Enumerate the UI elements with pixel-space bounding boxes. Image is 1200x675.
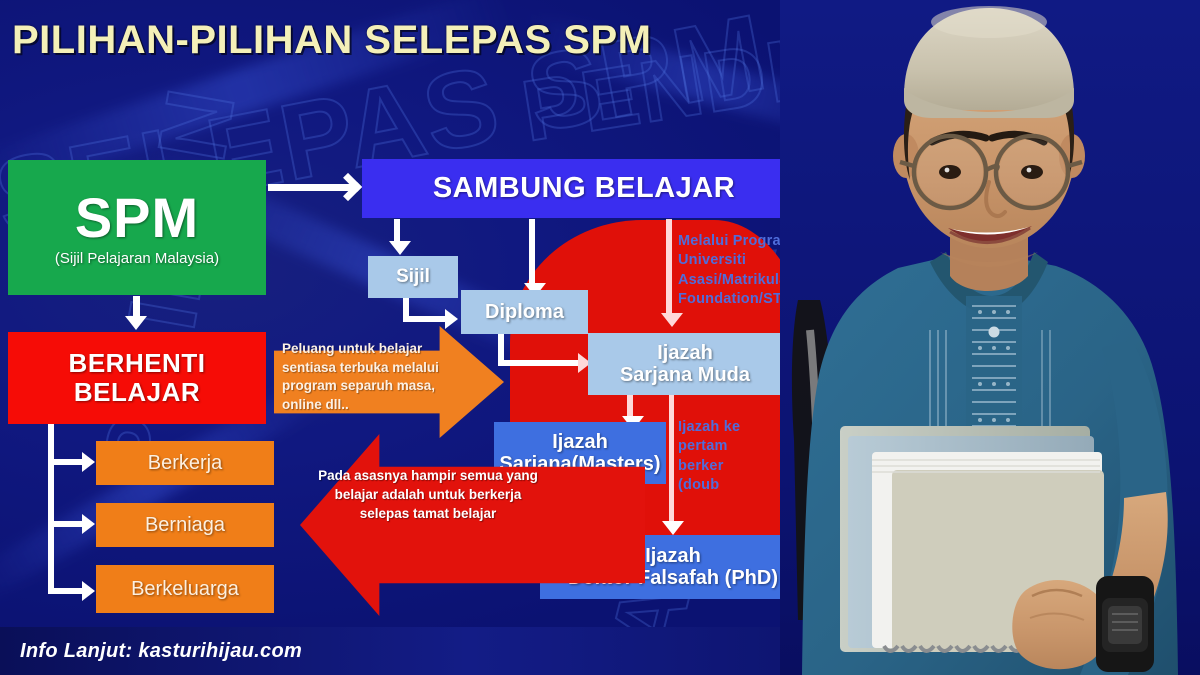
node-sambung-label: SAMBUNG BELAJAR	[432, 172, 736, 205]
connector-sijil-to-diploma	[403, 316, 447, 322]
node-sarjana-muda-line2: Sarjana Muda	[619, 364, 751, 386]
connector-sarjana-muda-to-phd	[669, 395, 674, 527]
node-sarjana-muda-line1: Ijazah	[657, 341, 713, 364]
footer-text[interactable]: Info Lanjut: kasturihijau.com	[20, 639, 303, 662]
connector-spm-to-sambung	[268, 184, 354, 191]
node-spm-subtitle: (Sijil Pelajaran Malaysia)	[54, 250, 220, 268]
connector-sambung-to-sarjana-muda	[666, 219, 672, 317]
connector-berhenti-branch	[48, 588, 84, 594]
node-sijil-label: Sijil	[396, 266, 430, 288]
arrowhead-down-icon	[662, 521, 684, 535]
student-photo	[780, 0, 1200, 675]
connector-sarjana-muda-to-masters	[627, 395, 633, 421]
arrowhead-right-icon	[82, 514, 95, 534]
connector-berhenti-branch	[48, 459, 84, 465]
node-spm-title: SPM	[74, 185, 200, 249]
connector-berhenti-branch	[48, 521, 84, 527]
arrowhead-right-icon	[82, 452, 95, 472]
node-berhenti-belajar: BERHENTI BELAJAR	[8, 332, 266, 424]
node-sijil: Sijil	[368, 256, 458, 298]
arrowhead-down-icon	[389, 241, 411, 255]
student-photo-illustration	[780, 0, 1200, 675]
node-diploma-label: Diploma	[485, 300, 564, 323]
page-title: PILIHAN-PILIHAN SELEPAS SPM	[12, 18, 652, 62]
option-berkeluarga-label: Berkeluarga	[131, 577, 239, 600]
node-berhenti-line1: BERHENTI	[68, 347, 206, 378]
arrowhead-right-icon	[82, 581, 95, 601]
callout-red-arrow-text: Pada asasnya hampir semua yang belajar a…	[318, 468, 538, 522]
node-ijazah-sarjana-muda: Ijazah Sarjana Muda	[588, 333, 782, 395]
connector-diploma-to-sarjana-muda	[498, 334, 504, 366]
node-spm: SPM (Sijil Pelajaran Malaysia)	[8, 160, 266, 295]
note-first-degree: Ijazah ke pertam berker (doub	[678, 419, 741, 494]
arrowhead-down-icon	[125, 316, 147, 330]
arrowhead-right-icon	[578, 353, 591, 373]
arrowhead-right-icon	[445, 309, 458, 329]
arrowhead-down-icon	[661, 313, 683, 327]
node-sambung-belajar: SAMBUNG BELAJAR	[362, 159, 806, 218]
connector-sambung-to-sijil	[394, 219, 400, 245]
connector-diploma-to-sarjana-muda	[498, 360, 580, 366]
option-berkeluarga: Berkeluarga	[96, 565, 274, 613]
node-phd-line1: Ijazah	[645, 544, 701, 567]
connector-sijil-to-diploma	[403, 298, 409, 322]
connector-berhenti-trunk	[48, 424, 54, 594]
option-berkerja-label: Berkerja	[147, 451, 223, 474]
node-diploma: Diploma	[461, 290, 588, 334]
option-berkerja: Berkerja	[96, 441, 274, 485]
callout-orange-arrow-text: Peluang untuk belajar sentiasa terbuka m…	[282, 341, 439, 412]
footer-bar: Info Lanjut: kasturihijau.com	[0, 627, 780, 675]
connector-sambung-to-diploma	[529, 219, 535, 287]
connector-spm-to-berhenti	[133, 296, 140, 320]
node-masters-line1: Ijazah	[552, 430, 608, 453]
option-berniaga-label: Berniaga	[144, 513, 226, 536]
option-berniaga: Berniaga	[96, 503, 274, 547]
node-berhenti-line2: BELAJAR	[73, 377, 201, 407]
